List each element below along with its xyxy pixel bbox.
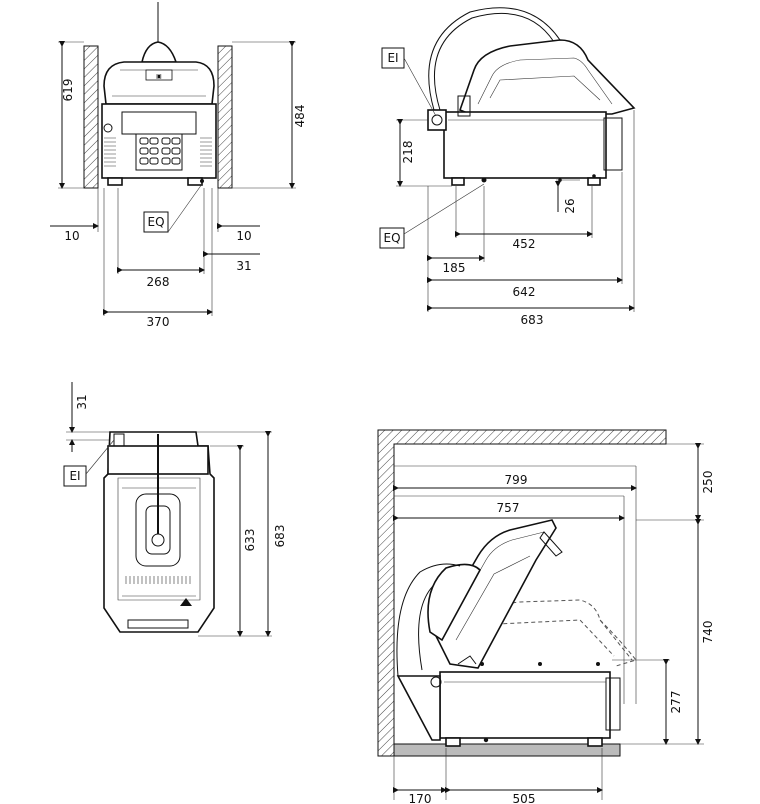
eq-tag-side [379, 227, 405, 249]
front-view: ▣ [50, 2, 307, 329]
control-buttons [139, 137, 181, 165]
dim-757: 757 [497, 501, 520, 515]
dim-277: 277 [669, 691, 683, 714]
eq-tag-front [143, 211, 169, 233]
dim-633: 633 [243, 529, 257, 552]
dim-799: 799 [505, 473, 528, 487]
wall-left [83, 45, 99, 189]
svg-text:EQ: EQ [147, 215, 164, 229]
dim-170: 170 [409, 792, 432, 804]
dim-250: 250 [701, 471, 715, 494]
svg-text:▣: ▣ [156, 73, 162, 80]
dim-218: 218 [401, 141, 415, 164]
dim-31: 31 [236, 259, 251, 273]
wall-right [217, 45, 233, 189]
svg-text:EQ: EQ [383, 231, 400, 245]
dim-26: 26 [563, 198, 577, 213]
dim-31-top: 31 [75, 394, 89, 409]
svg-text:EI: EI [387, 51, 398, 65]
dim-683-top: 683 [273, 525, 287, 548]
floor [393, 743, 621, 757]
dim-10-right: 10 [236, 229, 251, 243]
svg-text:EI: EI [69, 469, 80, 483]
dim-10-left: 10 [64, 229, 79, 243]
brand-plate [145, 69, 173, 81]
dim-683-side: 683 [521, 313, 544, 327]
ei-tag-top [63, 465, 87, 487]
dim-740: 740 [701, 621, 715, 644]
side-view: EI 218 26 EQ 452 185 642 683 [379, 7, 636, 327]
dim-619: 619 [61, 79, 75, 102]
dim-484: 484 [293, 105, 307, 128]
dim-185: 185 [443, 261, 466, 275]
hatched-wall [377, 429, 667, 757]
dim-642: 642 [513, 285, 536, 299]
open-lid-view: 799 757 250 [377, 429, 715, 804]
dim-505: 505 [513, 792, 536, 804]
dim-452: 452 [513, 237, 536, 251]
dim-268: 268 [147, 275, 170, 289]
top-view: 31 EI 633 683 [63, 382, 287, 637]
dim-370: 370 [147, 315, 170, 329]
